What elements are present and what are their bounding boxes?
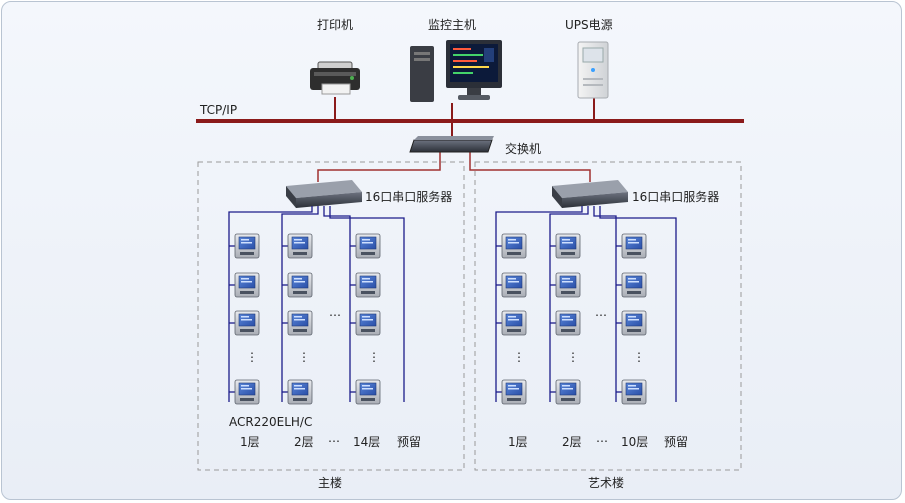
- power-meter-icon: [501, 310, 527, 336]
- rs485-bus-lines: [228, 206, 677, 402]
- power-meter-icon: [555, 233, 581, 259]
- power-meter-icon: [621, 379, 647, 405]
- floor-label: 14层: [353, 435, 381, 449]
- power-meter-icon: [287, 379, 313, 405]
- rs485-line: [281, 206, 319, 402]
- row-ellipsis: ⋮: [368, 350, 380, 364]
- power-meter-icon: [555, 379, 581, 405]
- ups-label: UPS电源: [565, 18, 613, 32]
- floor-label: 1层: [508, 435, 528, 449]
- rs485-line: [593, 206, 617, 402]
- switch-to-server-art: [469, 152, 591, 182]
- printer-label: 打印机: [317, 18, 354, 32]
- power-meter-icon: [234, 379, 260, 405]
- power-meter-icon: [287, 310, 313, 336]
- floor-label: …: [328, 431, 340, 445]
- monitoring-host-icon: [410, 40, 502, 102]
- group-box-art: [474, 161, 742, 471]
- rs485-line: [228, 206, 313, 402]
- row-ellipsis: ⋮: [513, 350, 525, 364]
- power-meter-icon: [501, 233, 527, 259]
- building-name-art: 艺术楼: [588, 476, 625, 490]
- floor-label: …: [596, 431, 608, 445]
- switch-to-server-main: [317, 152, 441, 182]
- power-meter-icon: [234, 272, 260, 298]
- power-meter-icon: [501, 379, 527, 405]
- row-ellipsis: ⋮: [633, 350, 645, 364]
- row-ellipsis: ⋮: [298, 350, 310, 364]
- switch-label: 交换机: [505, 142, 542, 156]
- group-box-main: [197, 161, 465, 471]
- printer-icon: [310, 61, 360, 95]
- power-meter-icon: [355, 310, 381, 336]
- column-ellipsis: …: [595, 305, 607, 319]
- rs485-line: [495, 206, 583, 402]
- power-meter-icon: [287, 272, 313, 298]
- power-meter-icon: [355, 379, 381, 405]
- floor-label: 2层: [294, 435, 314, 449]
- rs485-line: [549, 206, 589, 402]
- serial-server-art-label: 16口串口服务器: [632, 190, 720, 204]
- serial-server-main-icon: [286, 180, 362, 208]
- tcpip-label: TCP/IP: [200, 103, 238, 117]
- power-meter-icon: [287, 233, 313, 259]
- rs485-line: [599, 206, 677, 402]
- power-meter-icon: [621, 233, 647, 259]
- floor-label: 预留: [397, 435, 422, 449]
- power-meter-icon: [621, 272, 647, 298]
- switch-icon: [409, 136, 494, 153]
- column-ellipsis: …: [329, 305, 341, 319]
- power-meter-icon: [555, 272, 581, 298]
- host-label: 监控主机: [428, 18, 477, 32]
- row-ellipsis: ⋮: [567, 350, 579, 364]
- ups-icon: [577, 41, 609, 99]
- power-meter-icon: [501, 272, 527, 298]
- floor-label: 预留: [664, 435, 689, 449]
- rs485-line: [329, 206, 405, 402]
- floor-label: 10层: [621, 435, 649, 449]
- power-meter-icon: [355, 233, 381, 259]
- power-meter-icon: [355, 272, 381, 298]
- serial-server-art-icon: [552, 180, 628, 208]
- power-meter-icon: [621, 310, 647, 336]
- serial-server-main-label: 16口串口服务器: [365, 190, 453, 204]
- rs485-line: [323, 206, 351, 402]
- power-meter-icon: [234, 233, 260, 259]
- meter-model-label: ACR220ELH/C: [229, 415, 313, 429]
- row-ellipsis: ⋮: [246, 350, 258, 364]
- power-meter-icon: [555, 310, 581, 336]
- tcpip-bus: [196, 119, 744, 123]
- building-name-main: 主楼: [318, 476, 343, 490]
- floor-label: 1层: [240, 435, 260, 449]
- floor-label: 2层: [562, 435, 582, 449]
- meter-array: [234, 233, 647, 405]
- power-meter-icon: [234, 310, 260, 336]
